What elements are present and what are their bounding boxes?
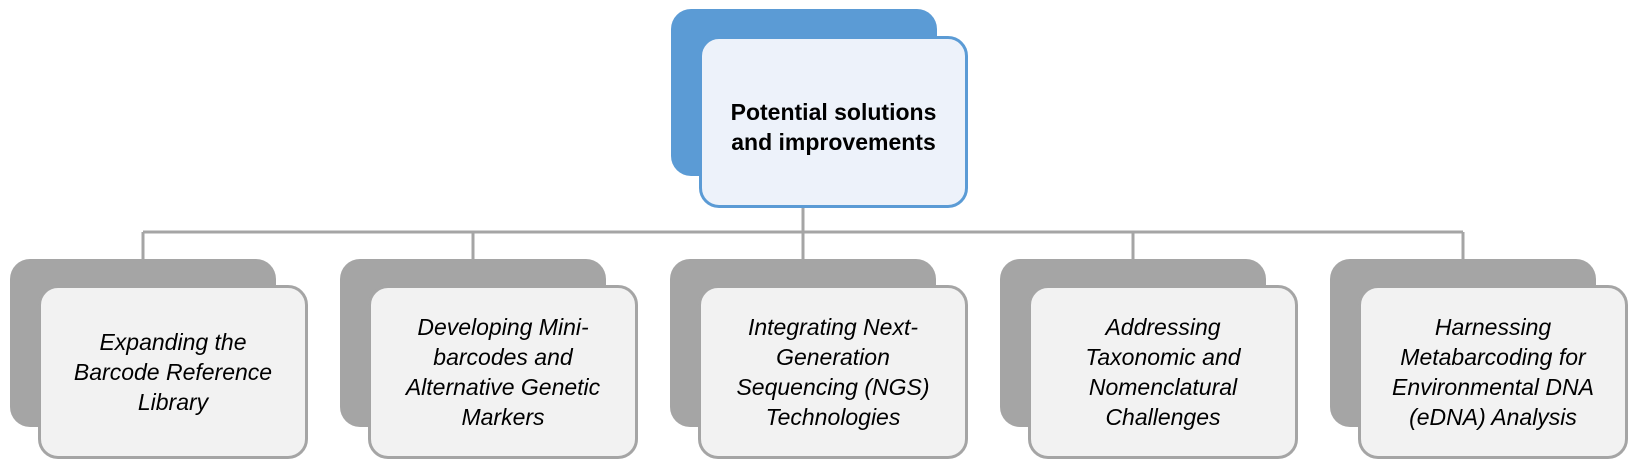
root-node-label: Potential solutions and improvements — [730, 99, 937, 155]
child-node-3: Integrating Next- Generation Sequencing … — [698, 285, 968, 459]
child-node-4-label: Addressing Taxonomic and Nomenclatural C… — [1085, 314, 1241, 430]
child-node-3-label: Integrating Next- Generation Sequencing … — [736, 314, 930, 430]
child-node-5-label: Harnessing Metabarcoding for Environment… — [1392, 314, 1594, 430]
root-node: Potential solutions and improvements — [699, 36, 968, 208]
child-node-2-label: Developing Mini- barcodes and Alternativ… — [405, 314, 601, 430]
child-node-1-label: Expanding the Barcode Reference Library — [73, 329, 273, 415]
child-node-4: Addressing Taxonomic and Nomenclatural C… — [1028, 285, 1298, 459]
child-node-1: Expanding the Barcode Reference Library — [38, 285, 308, 459]
child-node-2: Developing Mini- barcodes and Alternativ… — [368, 285, 638, 459]
child-node-5: Harnessing Metabarcoding for Environment… — [1358, 285, 1628, 459]
